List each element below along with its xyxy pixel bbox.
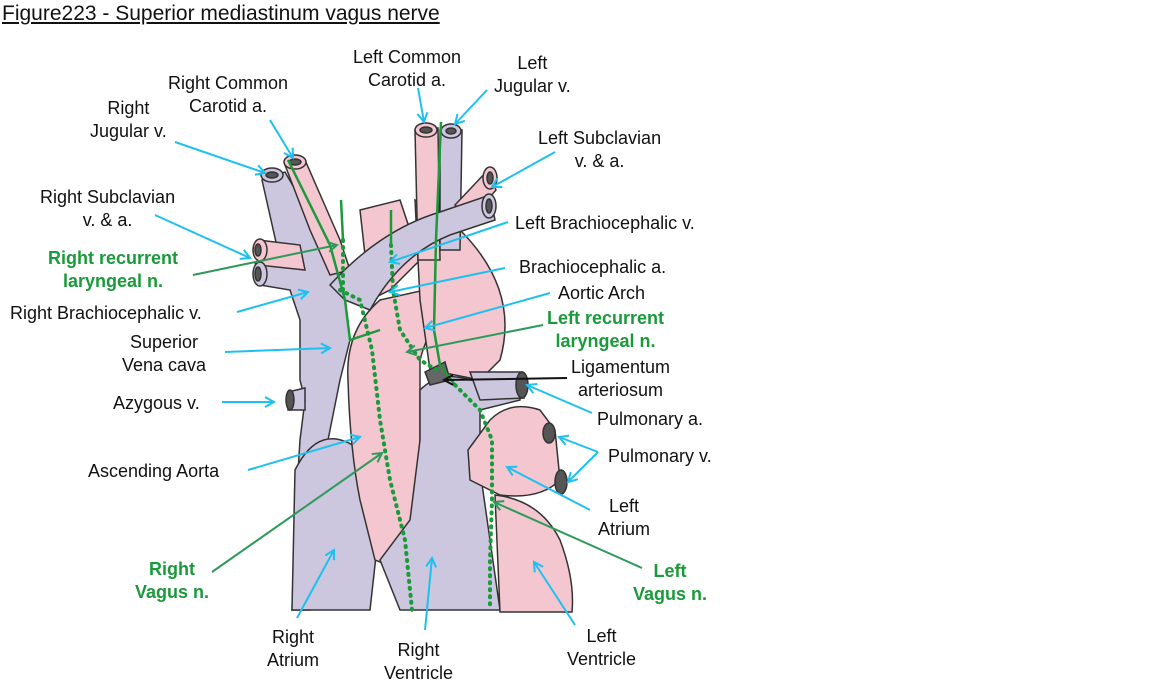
label-right-brachiocephalic-v: Right Brachiocephalic v. [10,302,202,325]
label-azygous: Azygous v. [113,392,200,415]
label-line: Atrium [598,519,651,539]
label-line: v. & a. [82,210,133,230]
label-right-common-carotid: Right Common Carotid a. [168,72,288,118]
nerves [286,121,494,612]
label-line: Carotid a. [189,96,268,116]
right-vagus-nerve-line [286,159,381,342]
label-line: Vagus n. [135,582,210,602]
label-line: Aortic Arch [558,283,646,303]
label-right-subclavian: Right Subclavian v. & a. [40,186,175,232]
right-vagus-nerve-dotted [338,288,414,612]
label-superior-vena-cava: Superior Vena cava [122,331,206,377]
left-ventricle [494,494,574,613]
label-left-brachiocephalic-v: Left Brachiocephalic v. [515,212,695,235]
figure-title: Figure223 - Superior mediastinum vagus n… [2,2,440,25]
label-line: Pulmonary a. [597,409,704,429]
pointer-lines [154,87,643,631]
left-vagus-nerve-dotted [453,383,494,612]
label-right-atrium: Right Atrium [267,626,319,672]
drawing [252,122,574,613]
label-line: v. & a. [574,151,625,171]
label-line: Atrium [267,650,320,670]
label-line: arteriosum [578,380,664,400]
label-left-vagus: Left Vagus n. [633,560,707,606]
label-line: Ventricle [567,649,637,669]
label-line: Left Brachiocephalic v. [515,213,695,233]
label-line: Vagus n. [633,584,708,604]
label-line: Left [608,496,640,516]
label-aortic-arch: Aortic Arch [558,282,645,305]
label-line: Vena cava [122,355,207,375]
left-atrium [467,405,561,497]
label-pulmonary-v: Pulmonary v. [608,445,712,468]
label-line: Brachiocephalic a. [519,257,667,277]
label-line: Left recurrent [547,308,665,328]
label-ligamentum-arteriosum: Ligamentum arteriosum [571,356,670,402]
label-right-recurrent-laryngeal: Right recurrent laryngeal n. [48,247,178,293]
label-ascending-aorta: Ascending Aorta [88,460,219,483]
label-line: Azygous v. [113,393,200,413]
left-brachiocephalic-vein [328,194,496,311]
label-brachiocephalic-a: Brachiocephalic a. [519,256,666,279]
label-left-recurrent-laryngeal: Left recurrent laryngeal n. [547,307,664,353]
label-line: Right Common [168,73,289,93]
label-line: Ligamentum [571,357,671,377]
label-line: Jugular v. [90,121,167,141]
label-line: Right recurrent [48,248,179,268]
label-line: Ascending Aorta [88,461,220,481]
label-line: Left [653,561,687,581]
label-line: Ventricle [384,663,454,683]
label-line: Right Subclavian [40,187,176,207]
label-line: Carotid a. [368,70,447,90]
label-right-ventricle: Right Ventricle [384,639,453,685]
label-pulmonary-a: Pulmonary a. [597,408,703,431]
label-right-vagus: Right Vagus n. [135,558,209,604]
label-line: Left [517,53,548,73]
label-line: Left Subclavian [538,128,662,148]
label-line: Left Common [353,47,462,67]
label-line: Pulmonary v. [608,446,712,466]
label-line: laryngeal n. [62,271,164,291]
left-recurrent-dotted [389,243,442,374]
label-line: Right [107,98,150,118]
label-line: Superior [130,332,199,352]
label-left-ventricle: Left Ventricle [567,625,636,671]
label-line: Right [149,559,195,579]
label-line: Left [586,626,617,646]
label-line: Jugular v. [494,76,571,96]
label-line: Right Brachiocephalic v. [10,303,202,323]
label-line: laryngeal n. [555,331,656,351]
label-left-subclavian: Left Subclavian v. & a. [538,127,661,173]
label-line: Right [271,627,315,647]
label-left-atrium: Left Atrium [598,495,650,541]
label-right-jugular: Right Jugular v. [90,97,167,143]
label-left-jugular: Left Jugular v. [494,52,571,98]
label-line: Right [397,640,440,660]
label-left-common-carotid: Left Common Carotid a. [353,46,461,92]
